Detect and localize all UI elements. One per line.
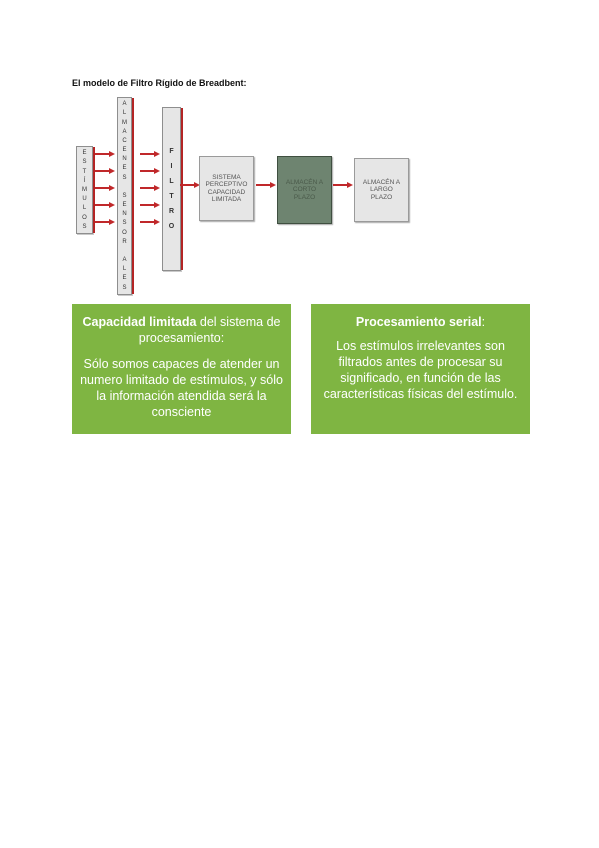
filtro-letter: I [170, 163, 173, 170]
arrow-to-largo-plazo [333, 182, 353, 188]
capacidad-body: Sólo somos capaces de atender un numero … [80, 357, 283, 419]
estimulos-letter: S [82, 159, 87, 166]
sistema-perceptivo-box: SISTEMA PERCEPTIVO CAPACIDAD LIMITADA [199, 156, 254, 221]
estimulos-letter: E [82, 150, 87, 157]
almacenes-letter: S [122, 174, 127, 181]
capacidad-heading: Capacidad limitada del sistema de proces… [80, 314, 283, 346]
estimulos-letter: M [82, 186, 87, 193]
almacenes-letter: E [122, 275, 127, 282]
almacenes-letter: E [122, 165, 127, 172]
arrow [95, 219, 115, 225]
filtro-letter: L [169, 178, 174, 185]
filtro-letter: R [168, 208, 175, 215]
procesamiento-heading: Procesamiento serial: [319, 314, 522, 330]
almacenes-letter: A [122, 128, 127, 135]
filtro-letter: O [168, 223, 175, 230]
almacenes-letter: S [122, 284, 127, 291]
procesamiento-heading-bold: Procesamiento serial [355, 315, 482, 329]
arrow [140, 151, 160, 157]
almacenes-letter: L [122, 266, 127, 273]
procesamiento-serial-box: Procesamiento serial: Los estímulos irre… [311, 304, 530, 434]
almacenes-letter: S [122, 220, 127, 227]
filtro-letter: T [169, 193, 174, 200]
estimulos-letter: T [82, 168, 87, 175]
filtro-bar: F I L T R O [162, 107, 183, 271]
arrow-to-corto-plazo [256, 182, 276, 188]
almacenes-letter: N [122, 211, 127, 218]
almacenes-letter [118, 248, 131, 254]
capacidad-limitada-box: Capacidad limitada del sistema de proces… [72, 304, 291, 434]
arrow [140, 168, 160, 174]
capacidad-heading-rest: del sistema de procesamiento: [138, 315, 281, 345]
almacenes-letter: A [122, 101, 127, 108]
arrow-to-sistema [180, 182, 200, 188]
almacenes-letter: O [122, 229, 127, 236]
arrow [95, 202, 115, 208]
almacenes-letter: M [122, 119, 127, 126]
procesamiento-body: Los estímulos irrelevantes son filtrados… [323, 339, 518, 401]
estimulos-letter: Í [83, 177, 86, 184]
filtro-letter: F [169, 148, 174, 155]
almacenes-letter: N [122, 156, 127, 163]
almacen-corto-plazo-box: ALMACÉN A CORTO PLAZO [277, 156, 332, 224]
document-title: El modelo de Filtro Rígido de Breadbent: [72, 78, 247, 88]
almacenes-letter: E [122, 202, 127, 209]
estimulos-letter: U [82, 196, 87, 203]
arrow [140, 202, 160, 208]
almacenes-letter: A [122, 257, 127, 264]
almacenes-letter: R [122, 238, 127, 245]
arrow [140, 185, 160, 191]
arrow [95, 168, 115, 174]
capacidad-heading-bold: Capacidad limitada [82, 315, 197, 329]
almacenes-letter: C [122, 137, 127, 144]
arrow [95, 151, 115, 157]
estimulos-letter: S [82, 223, 87, 230]
almacenes-letter: L [122, 110, 127, 117]
almacenes-letter [118, 184, 131, 190]
arrow [95, 185, 115, 191]
almacen-largo-plazo-box: ALMACÉN A LARGO PLAZO [354, 158, 409, 222]
almacenes-letter: E [122, 147, 127, 154]
arrow [140, 219, 160, 225]
procesamiento-heading-rest: : [481, 315, 486, 329]
estimulos-letter: L [82, 205, 87, 212]
estimulos-letter: O [82, 214, 87, 221]
almacenes-letter: S [122, 192, 127, 199]
